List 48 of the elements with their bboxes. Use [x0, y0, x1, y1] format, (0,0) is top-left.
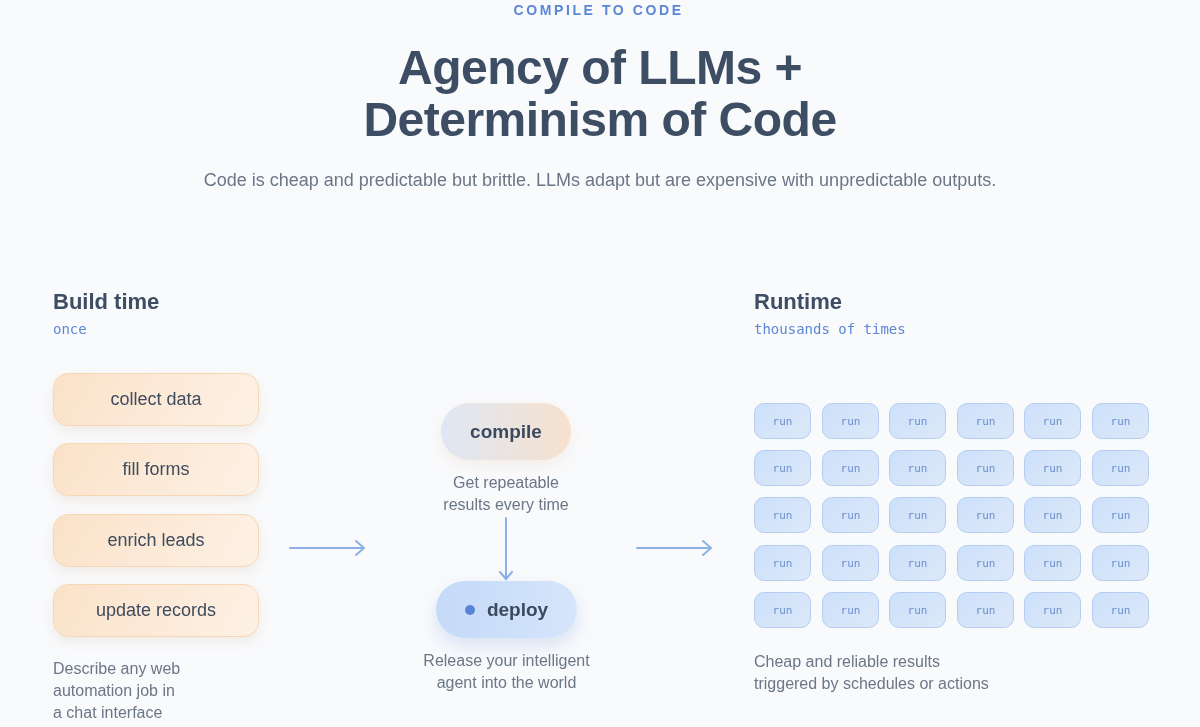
run-tile: run [1024, 545, 1081, 581]
section-subheading: once [53, 320, 87, 339]
run-tile: run [889, 592, 946, 628]
run-tile: run [754, 592, 811, 628]
run-tile: run [1024, 403, 1081, 439]
task-card: enrich leads [53, 514, 259, 567]
run-tile: run [822, 450, 879, 486]
run-tile: run [957, 450, 1014, 486]
arrow [499, 517, 513, 580]
run-tile: run [957, 403, 1014, 439]
run-tile: run [1024, 592, 1081, 628]
run-tile: run [889, 403, 946, 439]
section-heading: Build time [53, 288, 160, 316]
run-tile: run [754, 497, 811, 533]
task-card: update records [53, 584, 259, 637]
step-caption: Release your intelligent agent into the world [422, 651, 591, 693]
run-tile: run [1092, 592, 1149, 628]
run-tile: run [957, 545, 1014, 581]
run-tile: run [1024, 497, 1081, 533]
title: Agency of LLMs + Determinism of Code [362, 42, 838, 146]
run-tile: run [1092, 497, 1149, 533]
step-pill: compile [441, 403, 571, 460]
run-tile: run [754, 403, 811, 439]
run-tile: run [754, 545, 811, 581]
task-card: fill forms [53, 443, 259, 496]
section-subheading: thousands of times [754, 320, 906, 339]
run-tile: run [754, 450, 811, 486]
description-text: Describe any web automation job in a chat interface [53, 659, 182, 723]
run-tile: run [957, 592, 1014, 628]
eyebrow-text: COMPILE TO CODE [513, 1, 685, 19]
run-tile: run [822, 403, 879, 439]
task-card: collect data [53, 373, 259, 426]
section-heading: Runtime [754, 288, 842, 316]
run-tile: run [1024, 450, 1081, 486]
step-label: deploy [486, 598, 549, 621]
run-tile: run [822, 497, 879, 533]
description-text: Cheap and reliable results triggered by schedules or actions [754, 652, 990, 694]
run-tile: run [889, 450, 946, 486]
step-caption: Get repeatable results every time [442, 473, 570, 515]
run-tile: run [822, 545, 879, 581]
run-tile: run [822, 592, 879, 628]
run-tile: run [889, 497, 946, 533]
subtitle-text: Code is cheap and predictable but brittle. LLMs adapt but are expensive with unpredictable outputs. [202, 169, 998, 192]
run-tile: run [1092, 545, 1149, 581]
run-tile: run [1092, 450, 1149, 486]
run-tile: run [889, 545, 946, 581]
run-tile: run [1092, 403, 1149, 439]
run-tile: run [957, 497, 1014, 533]
